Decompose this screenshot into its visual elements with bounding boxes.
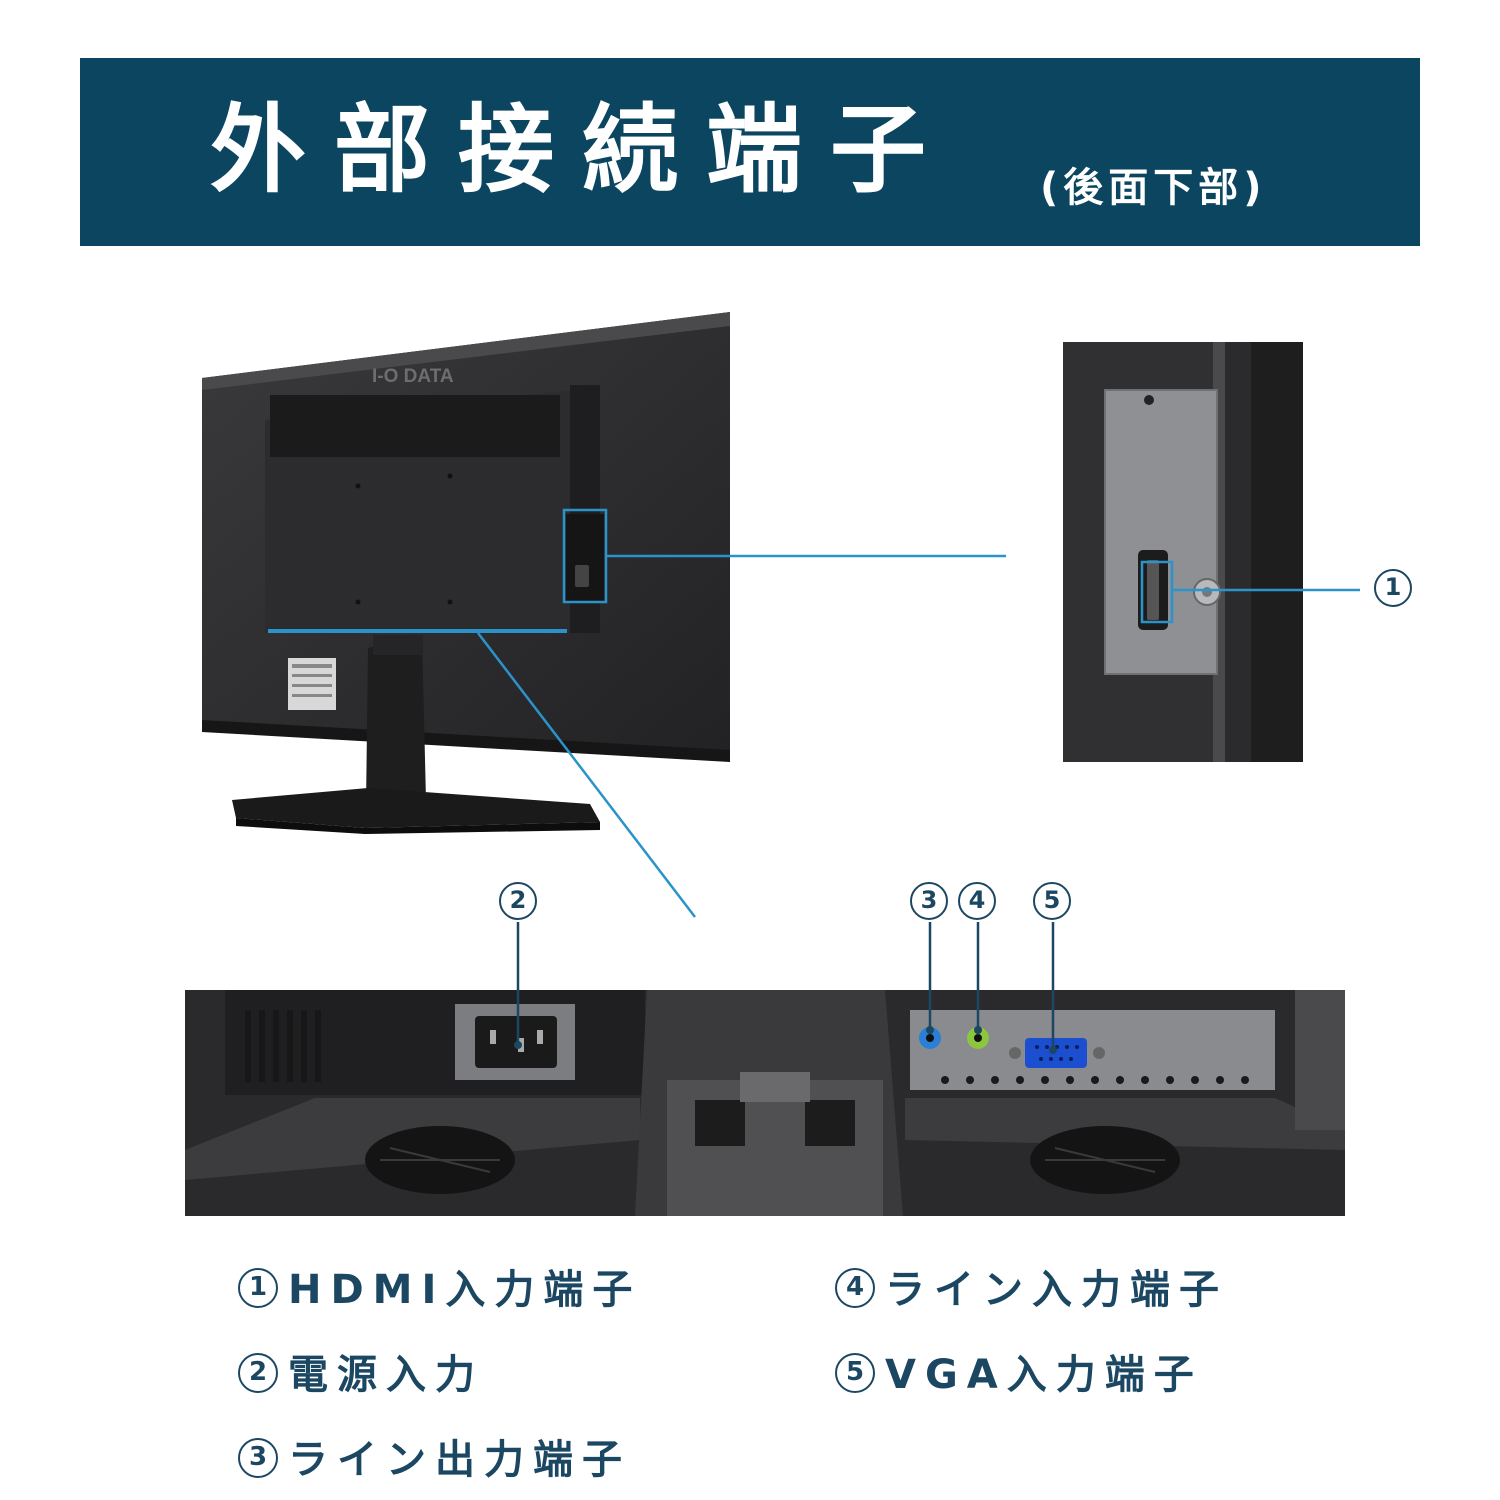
title-banner: 外部接続端子 (後面下部) [80,58,1420,246]
callout-5: 5 [1033,882,1071,920]
legend-number: 3 [238,1438,278,1478]
legend-number: 5 [835,1353,875,1393]
legend-label: ライン出力端子 [288,1437,631,1483]
legend-label: ライン入力端子 [885,1267,1228,1313]
legend-label: VGA入力端子 [885,1352,1203,1398]
callout-3: 3 [910,882,948,920]
brand-logo: I-O DATA [372,366,454,387]
legend-number: 1 [238,1268,278,1308]
hdmi-closeup-photo [1063,342,1303,762]
legend-label: HDMI入力端子 [288,1267,642,1313]
callout-1: 1 [1374,569,1412,607]
callout-2: 2 [499,882,537,920]
legend-number: 2 [238,1353,278,1393]
monitor-back-photo: I-O DATA [202,312,730,834]
bottom-ports-photo [185,990,1345,1216]
page-title: 外部接続端子 [210,94,954,206]
page-subtitle: (後面下部) [1040,165,1267,211]
callout-4: 4 [958,882,996,920]
legend-label: 電源入力 [288,1352,484,1398]
legend-number: 4 [835,1268,875,1308]
